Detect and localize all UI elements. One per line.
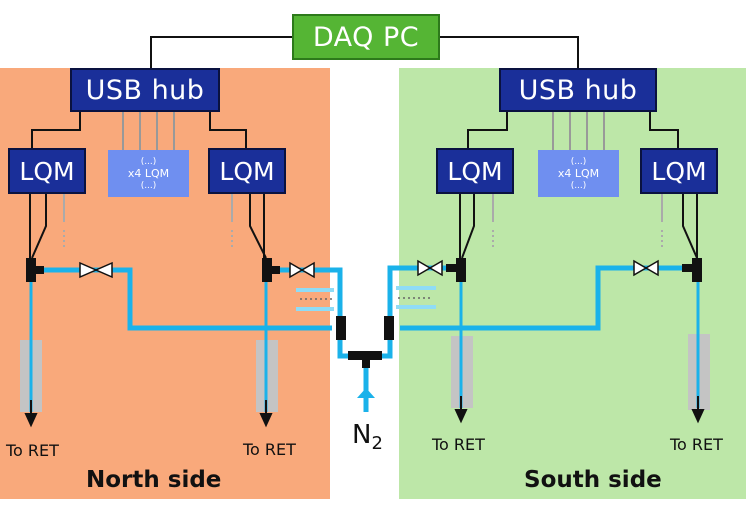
wire-daq-north [150, 36, 292, 70]
daq-pc-label: DAQ PC [312, 21, 420, 53]
south-ret-right-label: To RET [670, 435, 723, 454]
wire-daq-south [440, 36, 579, 70]
valves [79, 259, 659, 279]
north-ret-left-label: To RET [6, 441, 59, 460]
n2-label: N2 [352, 420, 383, 454]
south-ret-left-label: To RET [432, 435, 485, 454]
wire-hub-south-lqm-left [467, 110, 508, 148]
n2-arrow [357, 388, 375, 398]
north-lqm-left: LQM [8, 148, 86, 194]
north-multi-lqm: (...) x4 LQM (...) [108, 150, 189, 197]
wire-hub-north-lqm-right [209, 110, 247, 148]
north-region [0, 68, 330, 499]
south-region [399, 68, 746, 499]
south-lqm-left: LQM [436, 148, 514, 194]
south-usb-hub: USB hub [499, 68, 657, 112]
multi-connectors-north [122, 112, 175, 150]
spare-pipes [296, 286, 436, 311]
tee-connectors [26, 258, 702, 368]
south-lqm-right: LQM [640, 148, 718, 194]
south-multi-lqm: (...) x4 LQM (...) [538, 150, 619, 197]
wire-hub-south-lqm-right [649, 110, 679, 148]
north-lqm-right: LQM [208, 148, 286, 194]
daq-pc-box: DAQ PC [292, 14, 440, 60]
ret-arrows [24, 396, 705, 428]
wire-hub-north-lqm-left [31, 110, 81, 148]
north-ret-right-label: To RET [243, 440, 296, 459]
north-usb-hub: USB hub [70, 68, 220, 112]
north-side-label: North side [86, 467, 222, 493]
south-side-label: South side [524, 467, 662, 493]
cables [29, 193, 698, 259]
multi-connectors-south [552, 112, 605, 150]
